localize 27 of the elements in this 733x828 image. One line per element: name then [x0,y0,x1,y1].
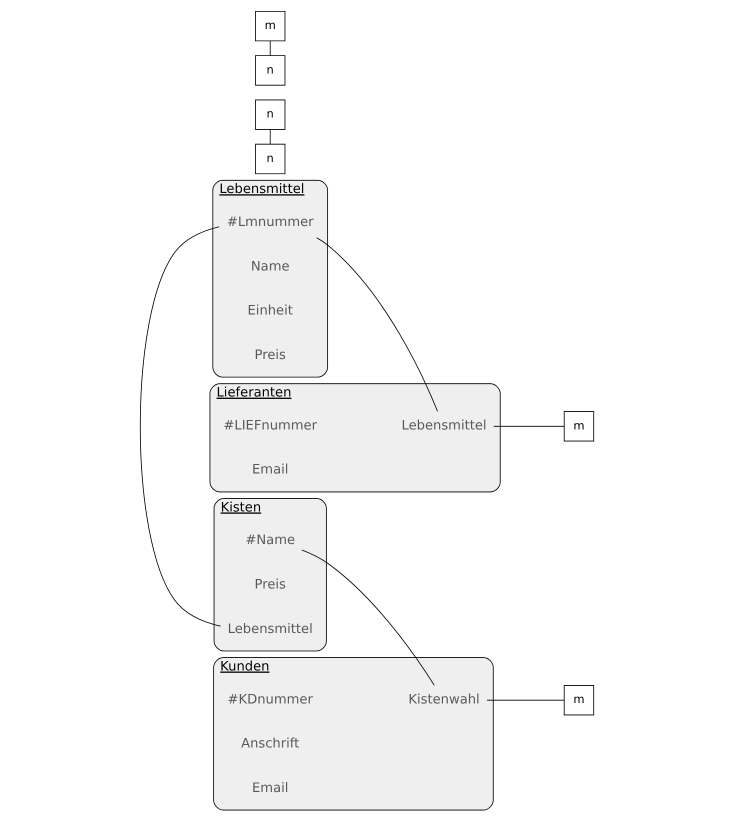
node-box: m [563,411,594,442]
node-text: Preis [254,578,286,593]
connector [486,700,564,701]
connector [300,550,434,686]
node-text: Lebensmittel [401,418,486,434]
node-text: #LIEFnummer [222,418,317,434]
node-text: #Name [244,533,295,548]
connector [316,237,438,412]
connector [269,129,270,144]
node-box: m [563,685,594,716]
node-text: #Lmnummer [226,215,314,230]
node-text: Lebensmittel [227,622,312,637]
node-box: n [254,100,285,130]
node-text: Email [252,780,288,796]
node-text: Kistenwahl [408,692,480,708]
connector [492,426,564,427]
node-text: Einheit [247,304,292,319]
node-text: Email [252,462,288,478]
node-box: n [254,144,285,174]
node-box: m [254,10,285,42]
connector [139,226,220,627]
node-text: Anschrift [240,736,299,752]
node-box: n [254,55,285,86]
node-text: Name [250,259,290,274]
connector [269,40,270,56]
node-text: Preis [254,348,286,363]
node-text: #KDnummer [227,692,312,708]
